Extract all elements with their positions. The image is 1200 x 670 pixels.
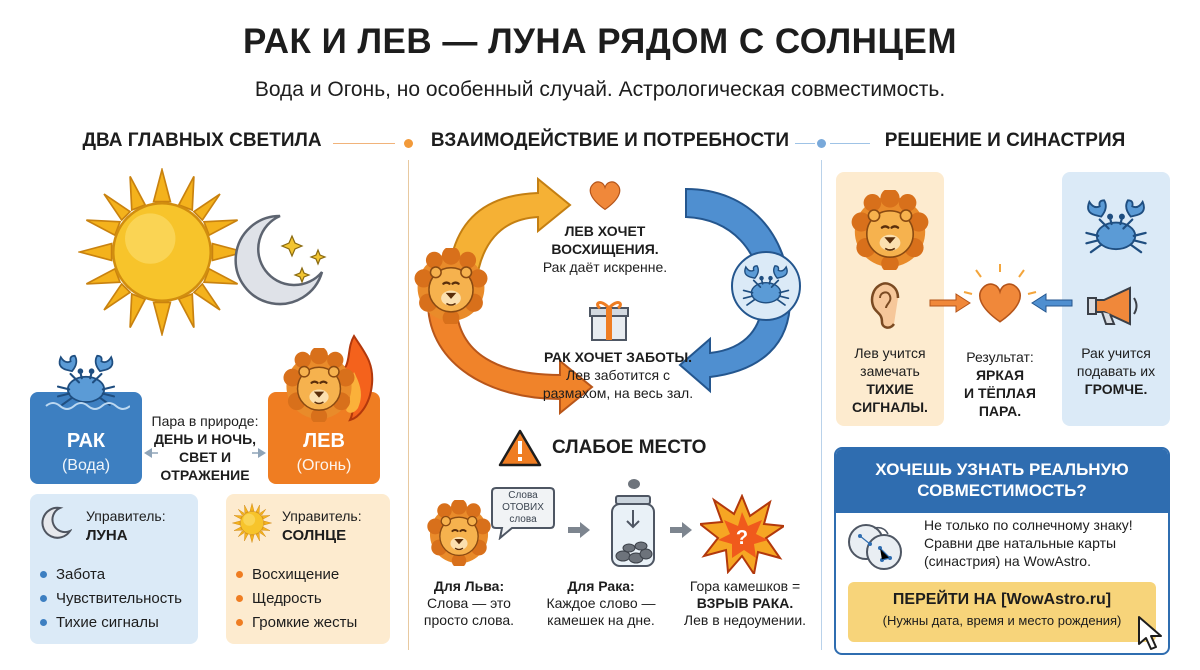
- pair-line-1: Пара в природе:: [151, 413, 259, 429]
- speech-bubble-text: Слова ОТОВИХ слова: [502, 490, 544, 525]
- leo-trait: Громкие жесты: [236, 614, 357, 631]
- crab-icon: [731, 251, 801, 321]
- pair-description: Пара в природе: ДЕНЬ И НОЧЬ, СВЕТ И ОТРА…: [140, 412, 270, 484]
- divider-line: [795, 143, 815, 144]
- crab-icon: [1076, 190, 1156, 264]
- cancer-trait: Забота: [40, 566, 105, 583]
- leo-trait: Восхищение: [236, 566, 339, 583]
- lion-icon: [282, 348, 356, 422]
- cta-button[interactable]: ПЕРЕЙТИ НА [WowAstro.ru] (Нужны дата, вр…: [848, 582, 1156, 642]
- weak-cancer-text: Для Рака: Каждое слово — камешек на дне.: [546, 578, 656, 628]
- column-divider: [408, 160, 409, 650]
- arrow-right-icon: [670, 522, 692, 538]
- arrow-left-icon: [1031, 293, 1073, 313]
- leo-element: (Огонь): [296, 457, 352, 474]
- section-title-right: РЕШЕНИЕ И СИНАСТРИЯ: [884, 130, 1126, 151]
- cta-button-label: ПЕРЕЙТИ НА [WowAstro.ru]: [892, 591, 1112, 608]
- lion-icon: [426, 500, 492, 566]
- jar-icon: [611, 479, 655, 567]
- moon-icon: [41, 506, 72, 539]
- weak-spot-title: СЛАБОЕ МЕСТО: [552, 437, 707, 458]
- solution-result-text: Результат: ЯРКАЯ И ТЁПЛАЯ ПАРА.: [964, 349, 1036, 419]
- leo-ruler-value: СОЛНЦЕ: [282, 527, 347, 544]
- heart-icon: [585, 176, 625, 214]
- cycle-arrows: [426, 176, 792, 415]
- cta-header: ХОЧЕШЬ УЗНАТЬ РЕАЛЬНУЮ СОВМЕСТИМОСТЬ?: [836, 449, 1168, 513]
- cancer-trait: Тихие сигналы: [40, 614, 159, 631]
- pair-line-3: СВЕТ И: [178, 449, 232, 465]
- divider-line: [333, 143, 395, 144]
- cancer-trait: Чувствительность: [40, 590, 182, 607]
- weak-leo-text: Для Льва: Слова — это просто слова.: [423, 578, 515, 628]
- leo-wants-text: ЛЕВ ХОЧЕТ ВОСХИЩЕНИЯ. Рак даёт искренне.: [542, 223, 668, 275]
- moon-icon: [234, 214, 327, 306]
- divider-dot: [817, 139, 826, 148]
- cancer-wants-text: РАК ХОЧЕТ ЗАБОТЫ. Лев заботится с размах…: [542, 349, 694, 401]
- divider-line: [830, 143, 870, 144]
- megaphone-icon: [1087, 286, 1138, 326]
- natal-chart-icon: [848, 524, 902, 570]
- cancer-ruler-label: Управитель:: [86, 508, 166, 524]
- cancer-solution-text: Рак учится подавать их ГРОМЧЕ.: [1076, 345, 1156, 397]
- svg-text:?: ?: [736, 527, 748, 549]
- explosion-icon: ?: [700, 494, 784, 574]
- heart-icon: [963, 264, 1037, 323]
- cta-description: Не только по солнечному знаку! Сравни дв…: [924, 517, 1133, 569]
- cta-button-note: (Нужны дата, время и место рождения): [882, 613, 1122, 628]
- lion-icon: [850, 190, 930, 270]
- section-title-middle: ВЗАИМОДЕЙСТВИЕ И ПОТРЕБНОСТИ: [430, 130, 790, 151]
- cancer-ruler-value: ЛУНА: [86, 527, 128, 544]
- sun-icon: [78, 168, 246, 336]
- warning-icon: [498, 429, 542, 467]
- cancer-sign-card: РАК (Вода): [30, 392, 142, 484]
- cancer-name: РАК: [66, 430, 106, 452]
- sun-icon: [232, 503, 272, 543]
- leo-name: ЛЕВ: [303, 430, 345, 452]
- weak-result-text: Гора камешков = ВЗРЫВ РАКА. Лев в недоум…: [683, 578, 807, 628]
- gift-icon: [589, 301, 629, 341]
- cursor-icon: [1138, 616, 1162, 650]
- ear-icon: [870, 282, 900, 329]
- pair-line-4: ОТРАЖЕНИЕ: [160, 467, 250, 483]
- cancer-ruler-panel: [30, 494, 198, 644]
- divider-dot: [404, 139, 413, 148]
- wave-icon: [45, 402, 130, 410]
- page-title: РАК И ЛЕВ — ЛУНА РЯДОМ С СОЛНЦЕМ: [242, 22, 958, 61]
- arrow-right-icon: [568, 522, 590, 538]
- cancer-element: (Вода): [61, 457, 111, 474]
- page-subtitle: Вода и Огонь, но особенный случай. Астро…: [254, 78, 946, 101]
- leo-trait: Щедрость: [236, 590, 322, 607]
- section-title-left: ДВА ГЛАВНЫХ СВЕТИЛА: [82, 130, 322, 151]
- leo-ruler-label: Управитель:: [282, 508, 362, 524]
- pair-line-2: ДЕНЬ И НОЧЬ,: [153, 431, 257, 447]
- double-arrow-icon: [144, 448, 266, 458]
- lion-icon: [413, 248, 489, 324]
- arrow-right-icon: [929, 293, 971, 313]
- column-divider: [821, 160, 822, 650]
- leo-solution-text: Лев учится замечать ТИХИЕ СИГНАЛЫ.: [852, 345, 928, 415]
- speech-bubble-icon: [491, 487, 555, 540]
